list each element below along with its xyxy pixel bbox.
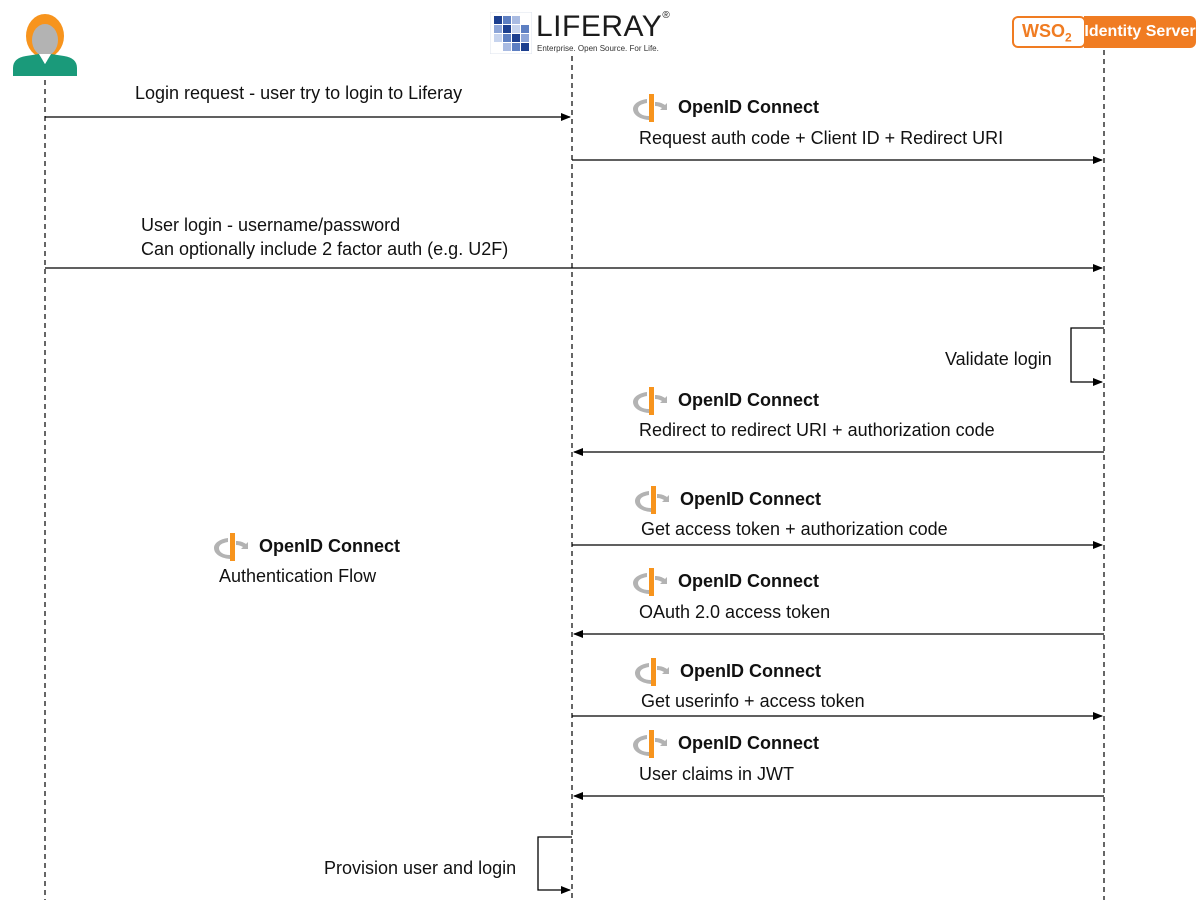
msg-get-access-token: Get access token + authorization code [641,519,948,539]
wso2-brand-text: WSO2 [1022,21,1072,45]
msg-user-claims: User claims in JWT [639,764,795,784]
oidc-label: OpenID Connect [678,390,820,410]
openid-icon [633,568,667,596]
oidc-label: OpenID Connect [678,571,820,591]
msg-user-login-line1: User login - username/password [141,215,401,235]
oidc-label: OpenID Connect [678,97,820,117]
openid-icon [633,387,667,415]
arrow-provision-user [537,836,572,894]
msg-get-userinfo: Get userinfo + access token [641,691,865,711]
msg-login-request: Login request - user try to login to Lif… [135,83,463,103]
openid-icon [635,486,669,514]
auth-flow-subtitle: Authentication Flow [219,566,377,586]
user-avatar-icon [13,14,77,76]
oidc-label: OpenID Connect [680,489,822,509]
openid-icon [635,658,669,686]
wso2-brand-box: WSO2 [1012,16,1086,48]
wso2-product-name: Identity Server [1084,16,1196,48]
liferay-logo: LIFERAY® Enterprise. Open Source. For Li… [489,10,670,55]
liferay-wordmark: LIFERAY® [536,10,671,43]
msg-validate-login: Validate login [945,349,1052,369]
liferay-tagline: Enterprise. Open Source. For Life. [537,44,659,53]
msg-redirect: Redirect to redirect URI + authorization… [639,420,995,440]
oidc-label: OpenID Connect [680,661,822,681]
openid-icon [633,94,667,122]
oidc-label: OpenID Connect [259,536,401,556]
msg-oauth-token: OAuth 2.0 access token [639,602,831,622]
msg-user-login-line2: Can optionally include 2 factor auth (e.… [141,239,509,259]
wso2-identity-server-logo: WSO2 Identity Server [1012,16,1196,48]
msg-provision-user: Provision user and login [324,858,517,878]
openid-icon [633,730,667,758]
liferay-mark-icon [489,11,533,55]
arrow-validate-login [1070,327,1104,386]
oidc-label: OpenID Connect [678,733,820,753]
openid-icon [214,533,248,561]
msg-request-auth-code: Request auth code + Client ID + Redirect… [639,128,1004,148]
